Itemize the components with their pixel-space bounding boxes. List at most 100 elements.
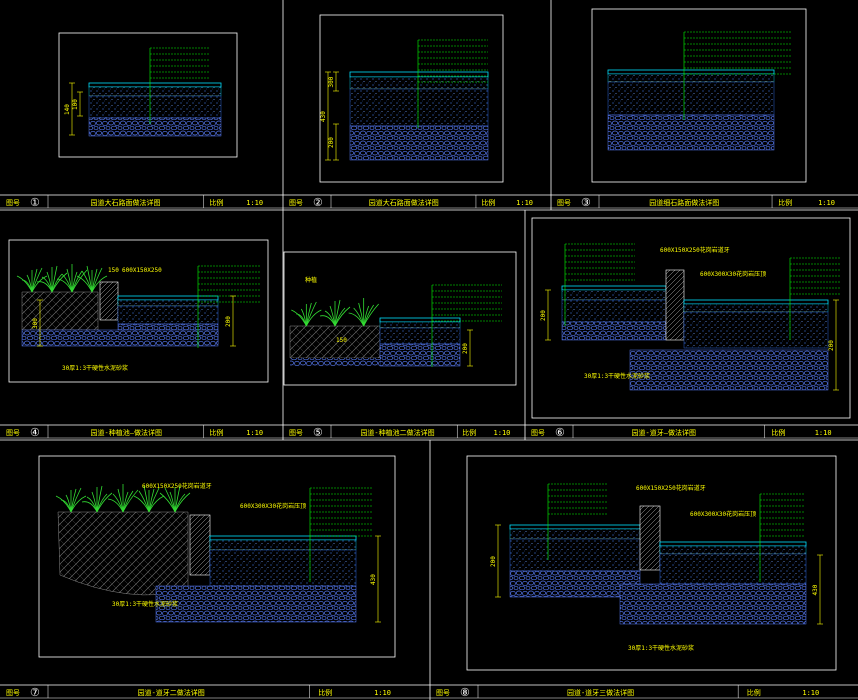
drawing-number-circle: ⑥ bbox=[555, 426, 565, 439]
drawing-number-circle: ⑦ bbox=[30, 686, 40, 699]
mortar-layer bbox=[607, 73, 775, 83]
gravel-layer bbox=[88, 117, 222, 137]
concrete-layer bbox=[209, 549, 357, 587]
dimension-label: 200 bbox=[828, 340, 835, 351]
detail-panel-6: 600X150X250花岗岩道牙600X300X30花岗岩压顶20020030厚… bbox=[525, 217, 858, 439]
gravel-base bbox=[21, 329, 219, 347]
dimension-label: 150 bbox=[336, 337, 347, 344]
scale-label: 比例 bbox=[481, 198, 495, 207]
paving-layer bbox=[659, 541, 807, 547]
mortar-layer bbox=[117, 299, 219, 307]
gravel-base bbox=[290, 358, 380, 366]
detail-panel-7: 600X150X250花岗岩道牙600X300X30花岗岩压顶43030厚1:3… bbox=[0, 455, 430, 699]
curb-label: 600X150X250花岗岩道牙 bbox=[636, 484, 706, 492]
paving-layer bbox=[379, 317, 461, 323]
concrete-layer bbox=[659, 553, 807, 585]
dimension-label: 300 bbox=[32, 318, 39, 329]
scale-value: 1:10 bbox=[246, 199, 263, 207]
coping-label: 600X300X30花岗岩压顶 bbox=[690, 510, 756, 518]
plant-leaf bbox=[122, 489, 139, 513]
detail-frame bbox=[531, 217, 851, 419]
paving-layer bbox=[607, 69, 775, 75]
curb-label: 600X150X250花岗岩道牙 bbox=[660, 246, 730, 254]
concrete-layer bbox=[561, 299, 667, 323]
dimension-label: 200 bbox=[540, 310, 547, 321]
concrete-layer bbox=[349, 88, 489, 127]
detail-title: 园道-种植池二做法详图 bbox=[360, 428, 434, 437]
concrete-layer bbox=[509, 538, 641, 572]
concrete-layer bbox=[379, 327, 461, 345]
paving-layer bbox=[88, 82, 222, 88]
detail-frame bbox=[466, 455, 837, 671]
drawing-number-circle: ⑧ bbox=[460, 686, 470, 699]
curb-stone bbox=[639, 505, 661, 571]
drawing-number-circle: ③ bbox=[581, 196, 591, 209]
plant-leaf bbox=[148, 495, 165, 513]
gravel-layer bbox=[561, 321, 667, 341]
scale-label: 比例 bbox=[778, 198, 792, 207]
drawing-number-label: 图号 bbox=[6, 199, 20, 207]
dimension-label: 300 bbox=[328, 76, 335, 87]
drawing-number-label: 图号 bbox=[289, 199, 303, 207]
drawing-number-circle: ② bbox=[313, 196, 323, 209]
gravel-layer bbox=[619, 583, 807, 625]
concrete-layer bbox=[88, 95, 222, 119]
scale-label: 比例 bbox=[209, 198, 223, 207]
detail-frame bbox=[38, 455, 396, 658]
note-text: 30厚1:3干硬性水泥砂浆 bbox=[628, 644, 694, 652]
detail-title: 园道-道牙二做法详图 bbox=[138, 688, 205, 697]
detail-title: 园道-道牙三做法详图 bbox=[567, 688, 634, 697]
gravel-layer bbox=[629, 349, 829, 391]
detail-panel-8: 600X150X250花岗岩道牙600X300X30花岗岩压顶20043030厚… bbox=[430, 455, 858, 699]
mortar-layer bbox=[509, 528, 641, 540]
detail-title: 园道-种植池—做法详图 bbox=[91, 428, 162, 437]
mortar-layer bbox=[561, 289, 667, 301]
curb-label: 600X150X250花岗岩道牙 bbox=[142, 482, 212, 490]
scale-label: 比例 bbox=[318, 688, 332, 697]
gravel-layer bbox=[607, 114, 775, 151]
plant-leaf bbox=[291, 309, 307, 327]
plant-leaf bbox=[305, 309, 322, 327]
dimension-label: 140 bbox=[64, 104, 71, 115]
note-text: 30厚1:3干硬性水泥砂浆 bbox=[62, 364, 128, 372]
planting-soil bbox=[57, 511, 189, 596]
curb-stone bbox=[665, 269, 685, 341]
planting-soil bbox=[289, 325, 381, 359]
drawing-number-label: 图号 bbox=[6, 429, 20, 437]
scale-value: 1:10 bbox=[246, 429, 263, 437]
scale-value: 1:10 bbox=[516, 199, 533, 207]
gravel-layer bbox=[155, 585, 357, 623]
detail-title: 园道大石路面做法详图 bbox=[91, 198, 161, 207]
mortar-layer bbox=[88, 86, 222, 97]
scale-value: 1:10 bbox=[802, 689, 819, 697]
scale-label: 比例 bbox=[747, 688, 761, 697]
gravel-layer bbox=[349, 125, 489, 161]
detail-title: 园道细石路面做法详图 bbox=[649, 198, 719, 207]
concrete-layer bbox=[607, 81, 775, 116]
dimension-label: 430 bbox=[370, 574, 377, 585]
scale-value: 1:10 bbox=[494, 429, 511, 437]
plant-leaf bbox=[164, 487, 176, 513]
curb-stone bbox=[189, 514, 211, 576]
paving-layer bbox=[561, 285, 667, 291]
concrete-layer bbox=[683, 311, 829, 349]
plant-leaf bbox=[117, 488, 124, 513]
detail-title: 园道大石路面做法详图 bbox=[369, 198, 439, 207]
planting-label: 种植 bbox=[305, 276, 317, 284]
curb-stone bbox=[99, 281, 119, 321]
plant-leaf bbox=[66, 268, 73, 293]
plant-leaf bbox=[334, 306, 351, 327]
detail-title: 园道-道牙—做法详图 bbox=[632, 428, 696, 437]
plant-leaf bbox=[174, 492, 191, 513]
mortar-layer bbox=[349, 76, 489, 90]
detail-frame bbox=[8, 239, 269, 383]
dimension-label: 430 bbox=[320, 111, 327, 122]
detail-frame bbox=[591, 8, 807, 183]
dimension-label: 200 bbox=[462, 343, 469, 354]
